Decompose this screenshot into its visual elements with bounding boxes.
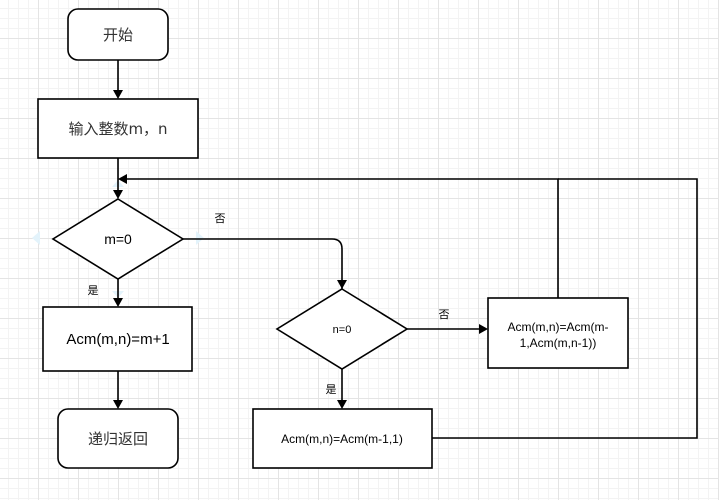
return-label: 递归返回 <box>88 430 148 448</box>
result-m-label: Acm(m,n)=m+1 <box>66 331 169 348</box>
calc-nested-label-line1: Acm(m,n)=Acm(m- <box>508 320 609 334</box>
connectors <box>117 60 698 439</box>
edge-label-m-yes: 是 <box>88 284 99 297</box>
input-label: 输入整数m，n <box>68 120 167 138</box>
decision-n-shape <box>275 288 409 370</box>
result-m-process-shape <box>42 306 193 372</box>
input-node[interactable]: 输入整数m，n <box>37 98 199 159</box>
decision-m-label: m=0 <box>104 231 132 247</box>
calc-nested-node[interactable]: Acm(m,n)=Acm(m- 1,Acm(m,n-1)) <box>487 297 629 369</box>
start-terminator-shape <box>67 8 169 61</box>
start-node[interactable]: 开始 <box>67 8 169 61</box>
arrow-head <box>113 298 123 307</box>
input-process-shape <box>37 98 199 159</box>
result-m-node[interactable]: Acm(m,n)=m+1 <box>42 306 193 372</box>
arrow-head <box>113 190 123 199</box>
calc-nested-process-shape <box>487 297 629 369</box>
arrow-head <box>337 400 347 409</box>
edge-cond-m-no[interactable] <box>183 238 343 289</box>
selection-handle-left[interactable] <box>32 231 40 245</box>
calc-simple-label: Acm(m,n)=Acm(m-1,1) <box>281 432 403 446</box>
arrow-head <box>118 174 127 184</box>
arrow-head <box>113 90 123 99</box>
calc-simple-node[interactable]: Acm(m,n)=Acm(m-1,1) <box>252 408 433 469</box>
arrow-head <box>479 324 488 334</box>
edge-label-n-no: 否 <box>439 309 450 321</box>
return-node[interactable]: 递归返回 <box>57 408 179 469</box>
edge-labels: 是 否 是 否 <box>88 213 450 396</box>
decision-m-node[interactable]: m=0 <box>51 198 185 280</box>
return-terminator-shape <box>57 408 179 469</box>
selection-handle-right[interactable] <box>196 231 204 245</box>
decision-m-shape <box>51 198 185 280</box>
decision-n-label: n=0 <box>333 324 352 336</box>
calc-simple-process-shape <box>252 408 433 469</box>
arrow-head <box>337 280 347 289</box>
arrow-heads <box>113 90 488 409</box>
edge-simple-loop-back[interactable] <box>432 178 698 439</box>
edge-label-m-no: 否 <box>215 213 226 225</box>
edge-label-n-yes: 是 <box>326 383 337 396</box>
start-label: 开始 <box>103 26 133 44</box>
decision-n-node[interactable]: n=0 <box>275 288 409 370</box>
calc-nested-label-line2: 1,Acm(m,n-1)) <box>520 336 597 350</box>
arrow-head <box>113 400 123 409</box>
